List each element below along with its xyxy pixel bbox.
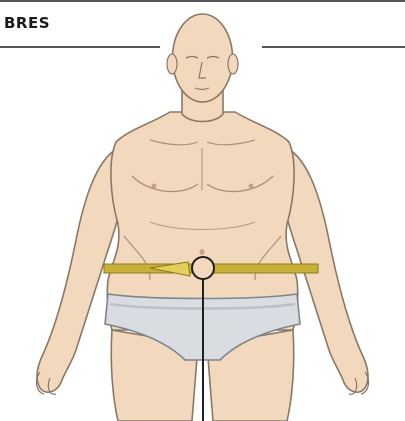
right-nipple <box>249 184 254 189</box>
waist-marker-icon <box>192 257 214 279</box>
head <box>173 14 233 102</box>
left-ear <box>167 54 177 74</box>
navel <box>200 249 205 255</box>
right-ear <box>228 54 238 74</box>
left-nipple <box>152 184 157 189</box>
